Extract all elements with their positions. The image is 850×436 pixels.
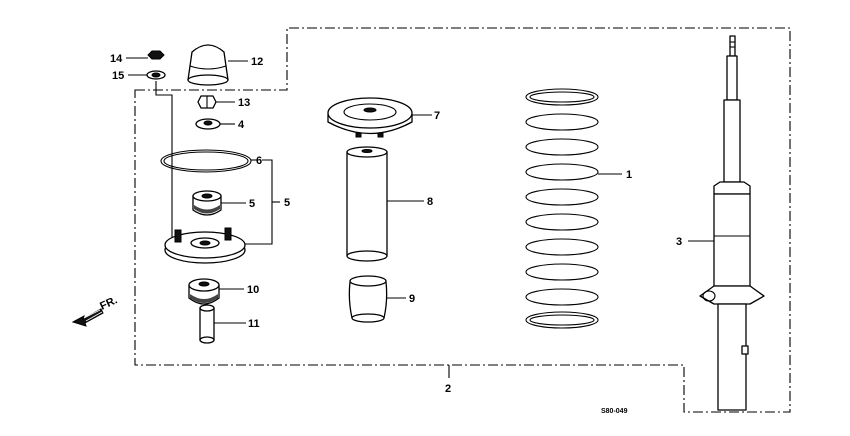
part-labels: 14 15 12 13 4 6 5 5 10 11 7 8 9 1 3 2 — [110, 53, 682, 395]
leader-lines — [126, 57, 714, 378]
label-part-9: 8 — [427, 196, 433, 208]
label-part-10: 9 — [409, 293, 415, 305]
label-part-11: 11 — [248, 318, 260, 330]
label-part-15: 15 — [112, 70, 124, 82]
part-9-dust-boot — [346, 146, 388, 262]
front-direction-arrow: FR. — [71, 294, 119, 327]
label-part-1: 1 — [626, 169, 632, 181]
part-1-coil-spring — [525, 88, 599, 329]
assembly-boundary-line — [134, 27, 791, 413]
label-part-7: 6 — [256, 155, 262, 167]
diagram-code: S80-049 — [601, 408, 628, 415]
part-4-washer — [195, 118, 221, 130]
label-part-5-lower: 10 — [247, 284, 259, 296]
part-14-nut — [147, 50, 165, 60]
label-part-5-upper: 5 — [249, 198, 255, 210]
part-10-bump-stop — [348, 275, 388, 323]
label-part-12: 12 — [251, 56, 263, 68]
part-13-self-locking-nut — [197, 95, 217, 109]
part-7-o-ring — [160, 149, 252, 173]
label-part-13: 13 — [238, 97, 250, 109]
part-3-shock-absorber — [699, 35, 765, 411]
part-15-washer — [146, 70, 166, 80]
part-12-dust-cap — [187, 44, 229, 86]
part-8-spring-mount-seat — [327, 97, 413, 138]
label-part-6: 5 — [284, 197, 290, 209]
part-5-upper-bushing — [192, 190, 222, 216]
label-part-14: 14 — [110, 53, 123, 65]
part-6-mount-base — [164, 227, 246, 264]
direction-label: FR. — [98, 294, 119, 312]
part-11-collar — [199, 304, 215, 344]
label-part-8: 7 — [434, 110, 440, 122]
label-part-4: 4 — [238, 119, 245, 131]
label-part-3: 3 — [676, 236, 682, 248]
part-5-lower-bushing — [188, 278, 220, 305]
label-part-2: 2 — [445, 383, 451, 395]
